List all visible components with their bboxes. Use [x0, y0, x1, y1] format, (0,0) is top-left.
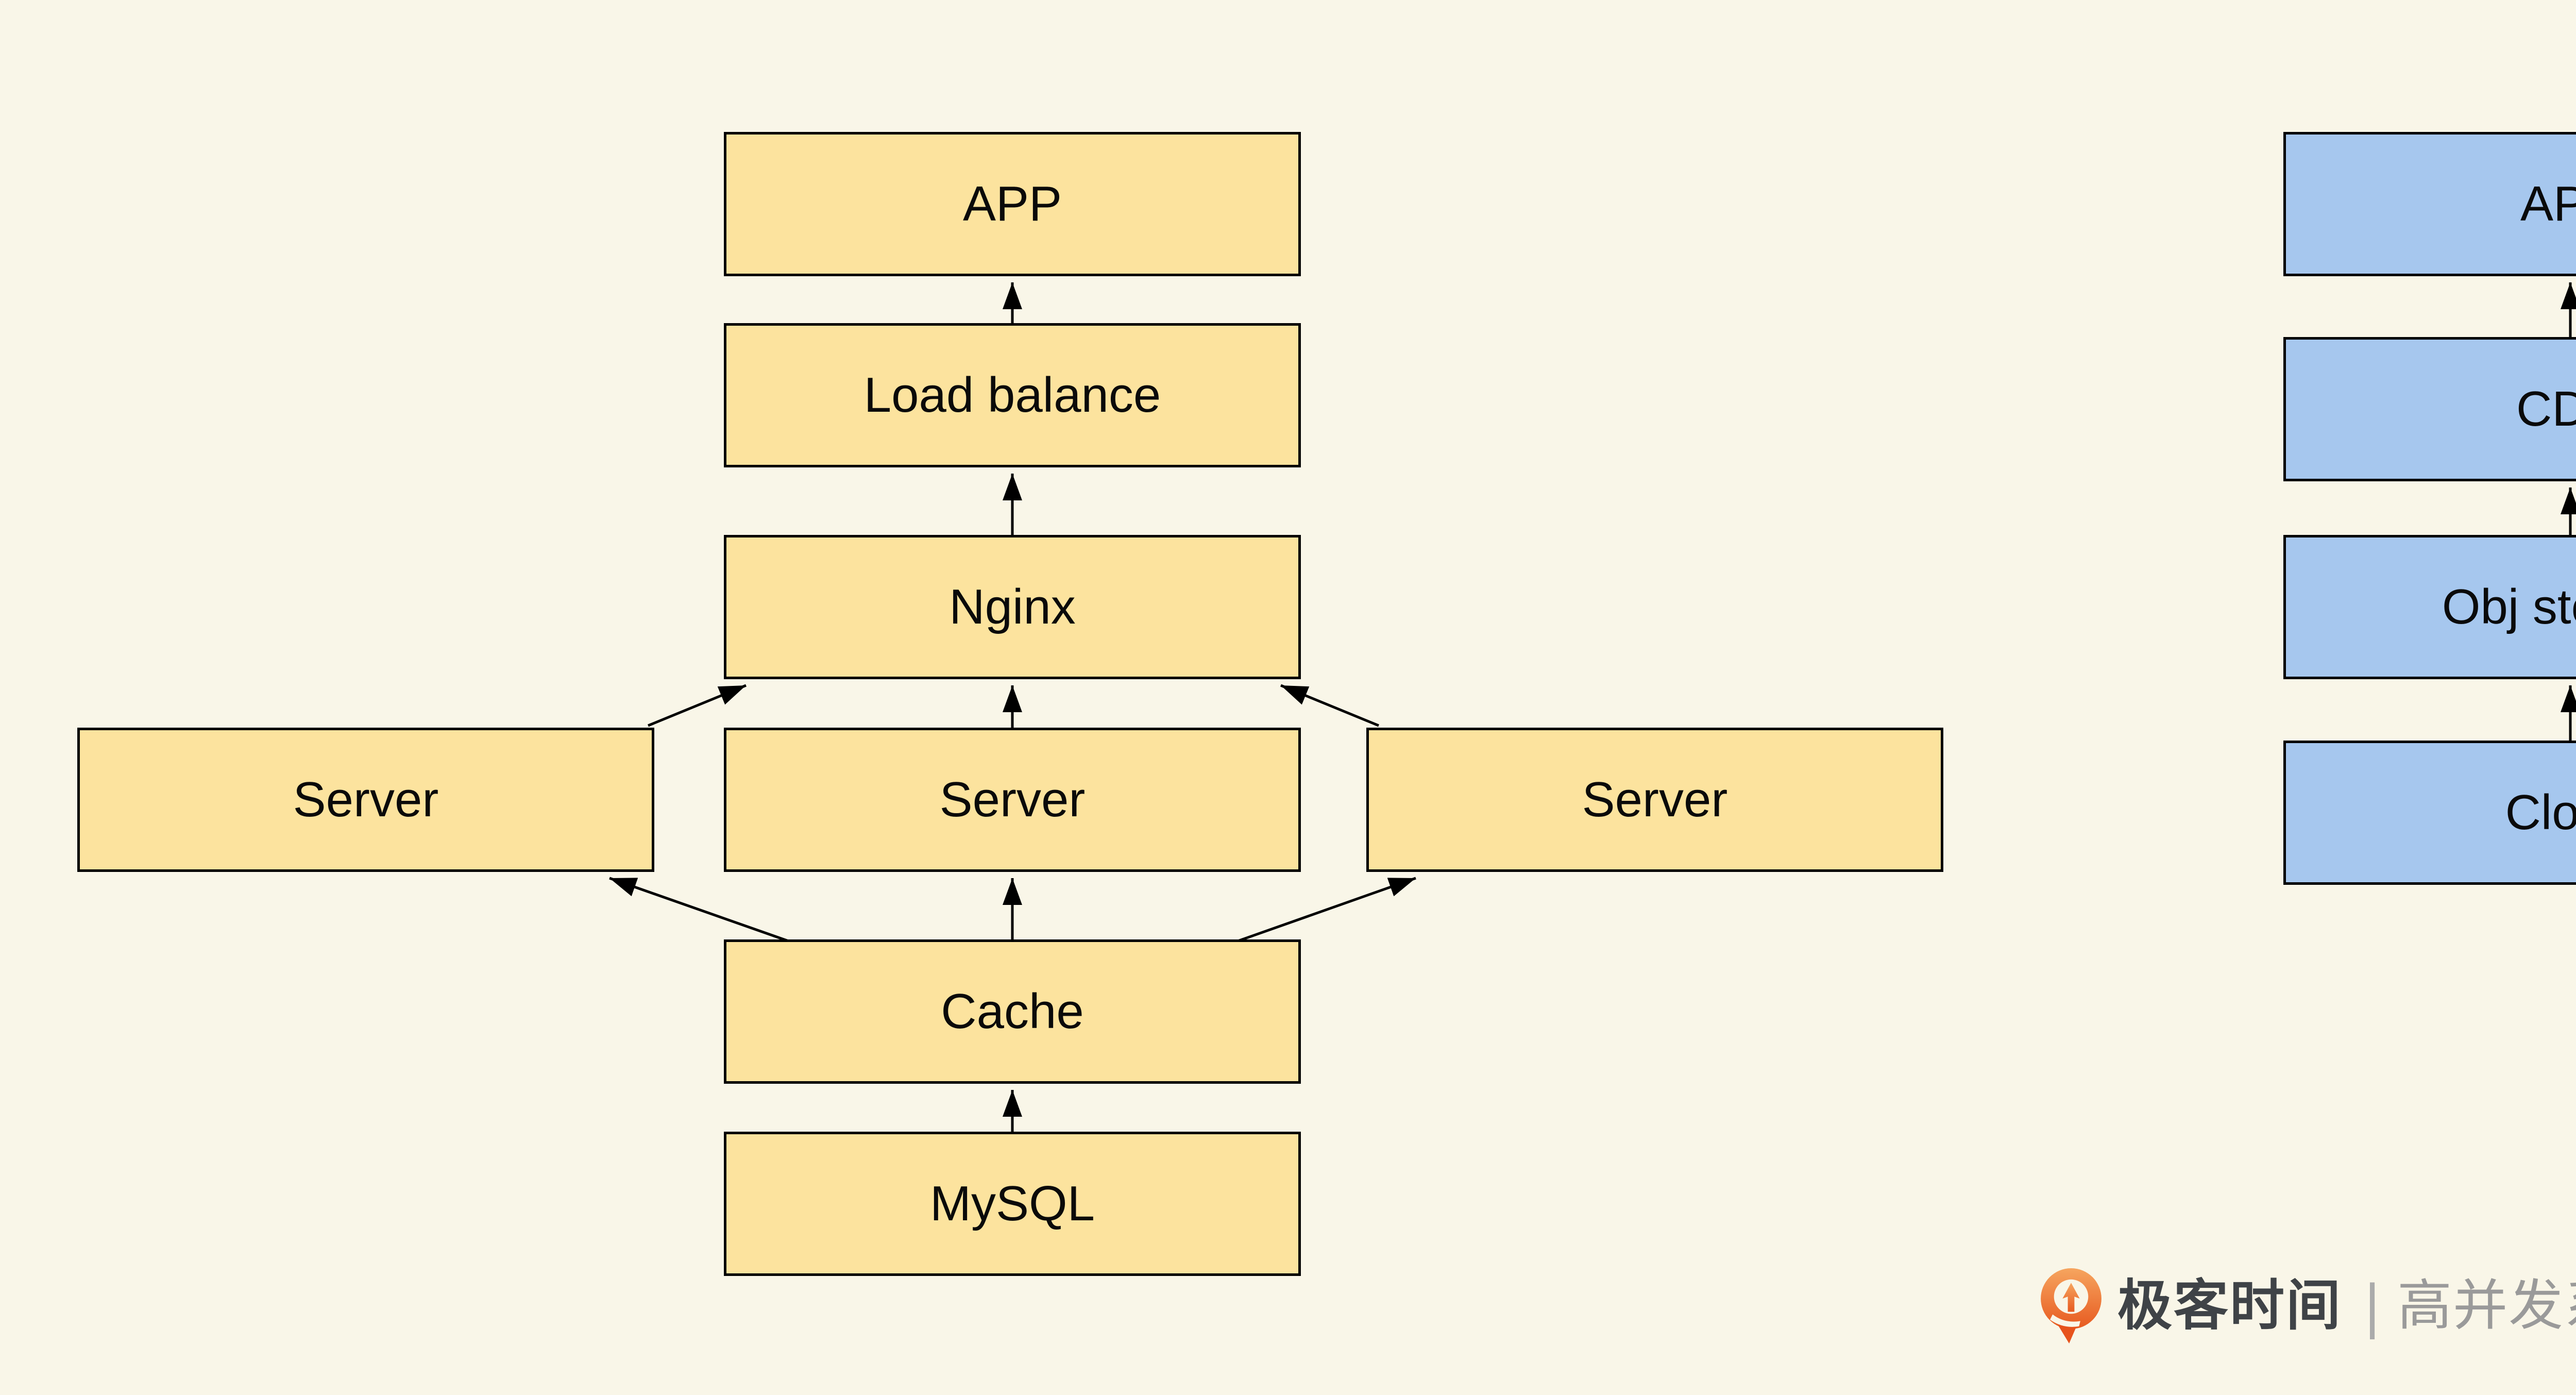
node-cloud: Cloud	[2283, 741, 2576, 885]
watermark-separator: |	[2365, 1271, 2380, 1340]
node-app: APP	[724, 132, 1301, 276]
edge-cache-to-server-right	[1236, 877, 1416, 943]
node-server-right: Server	[1366, 728, 1943, 872]
edge-cache-to-server-left	[609, 877, 790, 943]
node-cdn: CDN	[2283, 337, 2576, 481]
node-app-cdn-flow: APP	[2283, 132, 2576, 276]
node-mysql: MySQL	[724, 1132, 1301, 1276]
geektime-logo-icon	[2041, 1268, 2102, 1343]
node-nginx: Nginx	[724, 535, 1301, 679]
node-load-balance: Load balance	[724, 323, 1301, 467]
node-server-middle: Server	[724, 728, 1301, 872]
edge-server-right-to-nginx	[1280, 684, 1379, 727]
node-obj-storage: Obj storage	[2283, 535, 2576, 679]
watermark-caption-text: 高并发系统实战@蓝天	[2397, 1275, 2576, 1336]
edge-server-left-to-nginx	[648, 684, 747, 727]
node-cache: Cache	[724, 939, 1301, 1084]
node-server-left: Server	[77, 728, 654, 872]
watermark: 极客时间 | 高并发系统实战@蓝天	[2038, 1267, 2576, 1345]
watermark-brand-text: 极客时间	[2117, 1275, 2342, 1336]
